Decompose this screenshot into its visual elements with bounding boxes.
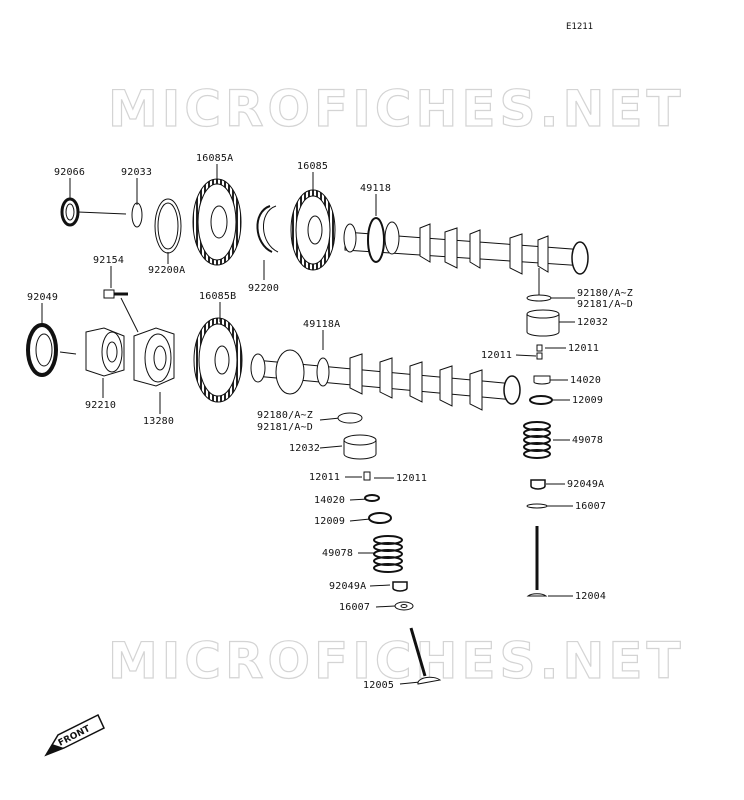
label-92200[interactable]: 92200 <box>248 283 280 294</box>
label-14020-right[interactable]: 14020 <box>570 375 602 386</box>
label-92181-right[interactable]: 92181/A~D <box>577 299 633 310</box>
watermark-top: MICROFICHES.NET <box>107 79 685 138</box>
label-92049A-right[interactable]: 92049A <box>567 479 605 490</box>
label-92049A-center[interactable]: 92049A <box>329 581 367 592</box>
label-12005[interactable]: 12005 <box>363 680 395 691</box>
label-16085B[interactable]: 16085B <box>199 291 237 302</box>
label-92049[interactable]: 92049 <box>27 292 59 303</box>
label-92154[interactable]: 92154 <box>93 255 125 266</box>
label-92180-right[interactable]: 92180/A~Z <box>577 288 633 299</box>
label-92181-center[interactable]: 92181/A~D <box>257 422 313 433</box>
label-14020-center[interactable]: 14020 <box>314 495 346 506</box>
label-12011-center-right[interactable]: 12011 <box>396 473 428 484</box>
label-49078-center[interactable]: 49078 <box>322 548 354 559</box>
label-12004[interactable]: 12004 <box>575 591 607 602</box>
front-arrow-icon: FRONT <box>44 713 105 757</box>
label-49078-right[interactable]: 49078 <box>572 435 604 446</box>
label-16085A[interactable]: 16085A <box>196 153 234 164</box>
figure-code: E1211 <box>566 22 594 32</box>
label-12011-center-left[interactable]: 12011 <box>309 472 341 483</box>
label-12011-right[interactable]: 12011 <box>568 343 600 354</box>
watermark-bottom: MICROFICHES.NET <box>107 631 685 690</box>
label-13280[interactable]: 13280 <box>143 416 175 427</box>
label-92180-center[interactable]: 92180/A~Z <box>257 410 313 421</box>
label-49118A[interactable]: 49118A <box>303 319 341 330</box>
label-92210[interactable]: 92210 <box>85 400 117 411</box>
label-12032-center[interactable]: 12032 <box>289 443 321 454</box>
label-12009-center[interactable]: 12009 <box>314 516 346 527</box>
label-16007-right[interactable]: 16007 <box>575 501 607 512</box>
label-49118[interactable]: 49118 <box>360 183 392 194</box>
label-92200A[interactable]: 92200A <box>148 265 186 276</box>
label-92066[interactable]: 92066 <box>54 167 86 178</box>
label-12009-right[interactable]: 12009 <box>572 395 604 406</box>
label-12032-right[interactable]: 12032 <box>577 317 609 328</box>
label-16085[interactable]: 16085 <box>297 161 329 172</box>
label-12011-right-left[interactable]: 12011 <box>481 350 513 361</box>
label-92033[interactable]: 92033 <box>121 167 153 178</box>
label-16007-center[interactable]: 16007 <box>339 602 371 613</box>
